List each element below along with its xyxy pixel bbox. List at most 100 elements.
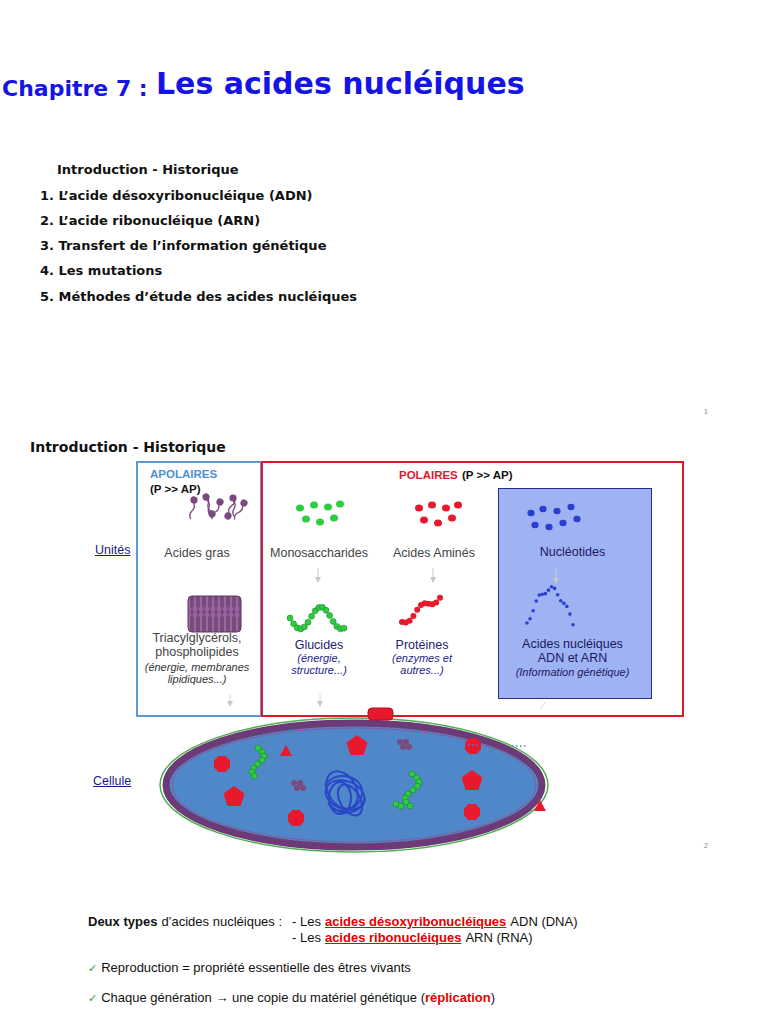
fatty-acid-tail xyxy=(204,496,212,512)
illustration-part xyxy=(297,780,303,786)
body-text: - Les xyxy=(292,930,321,945)
check-mark: ✓ xyxy=(88,992,97,1005)
illustration-part xyxy=(188,596,241,632)
illustration-part xyxy=(280,745,292,756)
illustration-part xyxy=(503,776,530,778)
illustration-part xyxy=(465,738,481,754)
illustration-part xyxy=(347,735,368,755)
body-text: réplication xyxy=(425,990,491,1005)
monosaccharide-dot xyxy=(336,501,344,508)
check-mark: ✓ xyxy=(88,962,97,975)
fatty-acid-head xyxy=(239,498,249,508)
glucide-chain xyxy=(327,612,333,618)
amino-acid-dot xyxy=(442,505,450,512)
page-number: 2 xyxy=(704,842,708,849)
node-text: (Information génétique) xyxy=(499,666,646,678)
fatty-acid-icon xyxy=(231,498,249,521)
illustration-part xyxy=(512,745,528,747)
illustration-part xyxy=(214,756,230,772)
fatty-acid-tail xyxy=(233,505,244,520)
body-text: acides ribonucléiques xyxy=(325,930,462,945)
illustration-part xyxy=(540,702,545,710)
text-line: ✓Reproduction = propriété essentielle de… xyxy=(88,960,411,975)
glucide-chain xyxy=(309,613,315,619)
body-text: - Les xyxy=(292,914,321,929)
illustration-part xyxy=(187,493,249,522)
nucleic-acid-chain xyxy=(534,599,538,603)
body-text: Deux types xyxy=(88,914,157,929)
amino-acid-dot xyxy=(428,502,436,509)
body-text: acides désoxyribonucléiques xyxy=(325,914,506,929)
illustration-part xyxy=(328,798,365,813)
illustration-part xyxy=(534,800,546,811)
protein-chain xyxy=(414,607,420,613)
nucleic-acid-chain xyxy=(562,602,566,606)
outline-item: 1. L’acide désoxyribonucléique (ADN) xyxy=(40,188,313,203)
outline-item: Introduction - Historique xyxy=(57,162,239,177)
illustration-part xyxy=(436,744,478,746)
glucide-chain xyxy=(410,787,416,793)
node-text: (énergie, membranes lipidiques...) xyxy=(142,661,252,685)
illustration-part xyxy=(287,501,462,632)
fatty-acid-head xyxy=(215,497,225,507)
amino-acid-dot xyxy=(448,515,456,522)
protein-chain xyxy=(433,599,439,605)
body-text: Chaque génération → une copie du matérie… xyxy=(101,990,425,1005)
outline-item: 3. Transfert de l’information génétique xyxy=(40,238,326,253)
nucleotide-dot xyxy=(539,506,546,512)
monosaccharide-dot xyxy=(330,515,338,522)
section-heading: Introduction - Historique xyxy=(30,439,226,455)
node-text: Acides nucléiques ADN et ARN xyxy=(511,637,634,665)
nucleic-acid-chain xyxy=(537,593,541,597)
monosaccharide-dot xyxy=(316,519,324,526)
page-number: 1 xyxy=(704,408,708,415)
protein-chain xyxy=(410,613,416,619)
illustration-part xyxy=(464,804,480,820)
protein-chain xyxy=(407,618,413,624)
node-text: Glucides xyxy=(263,638,375,652)
outline-item: 2. L’acide ribonucléique (ARN) xyxy=(40,213,260,228)
amino-acid-dot xyxy=(415,505,423,512)
glucide-chain xyxy=(407,803,413,809)
illustration-part xyxy=(166,723,542,847)
nucleic-acid-chain xyxy=(553,587,557,591)
nucleotide-dot xyxy=(559,520,566,526)
illustration-part xyxy=(288,810,304,826)
body-text: ) xyxy=(491,990,495,1005)
nucleotide-dot xyxy=(553,508,560,514)
illustration-part xyxy=(462,770,483,790)
group-heading: (P >> AP) xyxy=(462,469,513,481)
node-text: (énergie, structure...) xyxy=(281,652,357,676)
fatty-acid-icon xyxy=(202,495,216,519)
group-heading: APOLAIRES xyxy=(150,468,217,480)
monosaccharide-dot xyxy=(296,505,304,512)
nucleic-acid-chain xyxy=(556,593,560,597)
text-line: ✓ Chaque génération → une copie du matéri… xyxy=(88,990,495,1005)
fatty-acid-icon xyxy=(187,496,198,520)
fatty-acid-head xyxy=(229,494,237,502)
fatty-acid-tail xyxy=(228,498,236,514)
nucleotide-dot xyxy=(531,522,538,528)
node-text: Monosaccharides xyxy=(263,546,375,560)
body-text: d’acides nucléiques : xyxy=(161,914,282,929)
amino-acid-dot xyxy=(434,520,442,527)
row-label: Unités xyxy=(95,543,130,557)
illustration-part xyxy=(433,568,434,580)
illustration-part xyxy=(383,745,530,827)
amino-acid-dot xyxy=(420,517,428,524)
illustration-part xyxy=(320,694,321,704)
nucleic-acid-chain xyxy=(568,612,572,616)
nucleic-acid-chain xyxy=(550,585,554,589)
node-text: (enzymes et autres...) xyxy=(380,652,464,676)
nucleic-acid-chain xyxy=(547,588,551,592)
monosaccharide-dot xyxy=(302,516,310,523)
nucleic-acid-chain xyxy=(571,623,575,627)
illustration-part xyxy=(172,728,536,842)
fatty-acid-icon xyxy=(223,497,237,521)
illustration-part xyxy=(291,780,297,786)
body-text: ADN (DNA) xyxy=(510,914,577,929)
glucide-chain xyxy=(341,625,347,631)
illustration-part xyxy=(403,739,409,745)
